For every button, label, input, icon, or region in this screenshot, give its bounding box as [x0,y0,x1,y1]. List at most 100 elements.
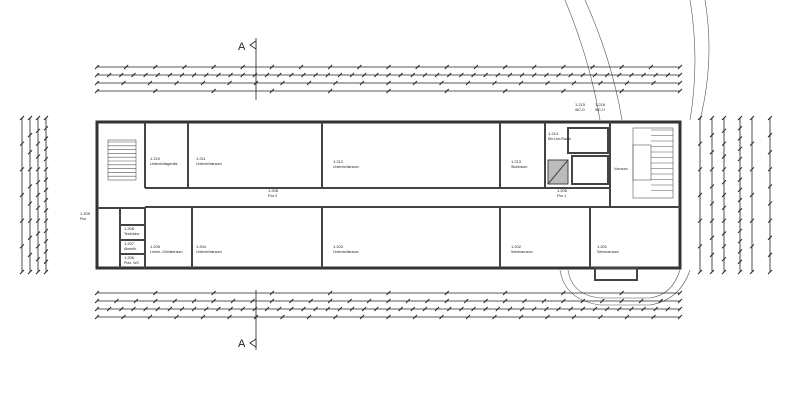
dimension-tick [709,166,715,172]
dimension-tick [43,115,49,121]
dimension-tick [43,146,49,152]
dimension-tick [386,64,391,70]
svg-text:1.212: 1.212 [333,159,344,164]
dimension-tick [677,290,683,296]
dimension-tick [325,72,331,78]
dimension-tick [495,72,501,78]
dimension-tick [767,269,773,275]
dimension-tick [35,166,41,172]
svg-text:1.211: 1.211 [196,156,206,161]
dimension-tick [333,80,338,86]
dimension-tick [94,72,100,78]
dimension-tick [230,298,236,304]
dimension-tick [211,88,216,94]
dimension-tick [43,125,49,131]
dimension-tick [459,72,464,78]
svg-text:1.203: 1.203 [333,244,344,249]
dimension-tick [27,201,33,206]
dimension-tick [709,252,715,258]
section-label-bottom: A [238,338,246,350]
dimension-tick [737,146,743,152]
dimension-tick [374,72,379,78]
dimension-tick [43,136,49,141]
dimension-tick [653,72,659,78]
dimension-tick [434,72,440,78]
dimension-tick [619,298,625,304]
dimension-tick [412,314,418,320]
dimension-tick [767,184,773,189]
dimension-tick [167,306,173,312]
dimension-tick [641,306,646,312]
dimension-tick [721,141,727,147]
dimension-tick [19,166,25,172]
dimension-tick [473,64,479,70]
dimension-tick [721,218,727,224]
dimension-tick [651,80,656,86]
dimension-tick [519,306,525,312]
dimension-tick [444,290,450,296]
svg-text:Putz. WC: Putz. WC [124,261,140,265]
dimension-tick [240,72,246,78]
dimension-tick [19,115,25,121]
dimension-tick [172,298,178,304]
svg-text:Flur 1: Flur 1 [557,194,566,198]
dimension-tick [179,306,185,312]
dimension-tick [280,80,285,86]
dimension-tick [94,298,100,304]
dimension-tick [35,205,41,211]
dimension-tick [561,88,566,94]
svg-text:Abstellr.: Abstellr. [124,247,137,251]
dimension-tick [337,72,343,78]
dimension-tick [598,80,603,86]
svg-text:1.215: 1.215 [575,102,586,107]
dimension-tick [677,88,683,94]
room-vorraum: Vorraum [614,167,628,171]
dimension-tick [359,80,365,86]
dimension-tick [767,132,773,138]
svg-text:1.209: 1.209 [80,211,91,216]
dimension-tick [227,314,232,320]
dimension-tick [228,72,233,78]
dimension-tick [721,154,727,159]
dimension-tick [737,218,743,224]
dimension-tick [252,306,258,312]
dimension-tick [767,115,773,121]
dimension-tick [471,72,476,78]
dimension-tick [492,80,497,86]
dimension-tick [43,187,49,193]
dimension-tick [677,80,683,86]
dimension-tick [641,72,646,78]
dimension-tick [325,306,331,312]
dimension-tick [27,132,33,138]
dimension-tick [356,64,362,70]
dimension-tick [422,72,428,78]
dimension-tick [27,235,33,241]
dimension-tick [580,72,586,78]
dimension-tick [658,298,663,304]
dimension-tick [580,306,586,312]
dimension-tick [347,298,352,304]
dimension-tick [398,72,403,78]
dimension-tick [94,64,100,70]
dimension-tick [301,306,306,312]
dimension-tick [465,314,471,320]
dimension-tick [721,231,727,236]
dimension-tick [276,72,282,78]
dimension-tick [502,88,508,94]
dimension-tick [280,314,285,320]
dimension-tick [240,64,246,70]
building-walls [95,120,682,281]
dimension-tick [629,72,634,78]
dimension-tick [749,243,755,249]
dimension-tick [152,298,158,304]
dimension-tick [592,72,598,78]
dimension-tick [709,132,715,138]
dimension-tick [444,88,450,94]
dimension-tick [131,306,136,312]
dimension-tick [327,64,333,70]
dimension-tick [333,314,338,320]
dimension-tick [19,243,25,249]
